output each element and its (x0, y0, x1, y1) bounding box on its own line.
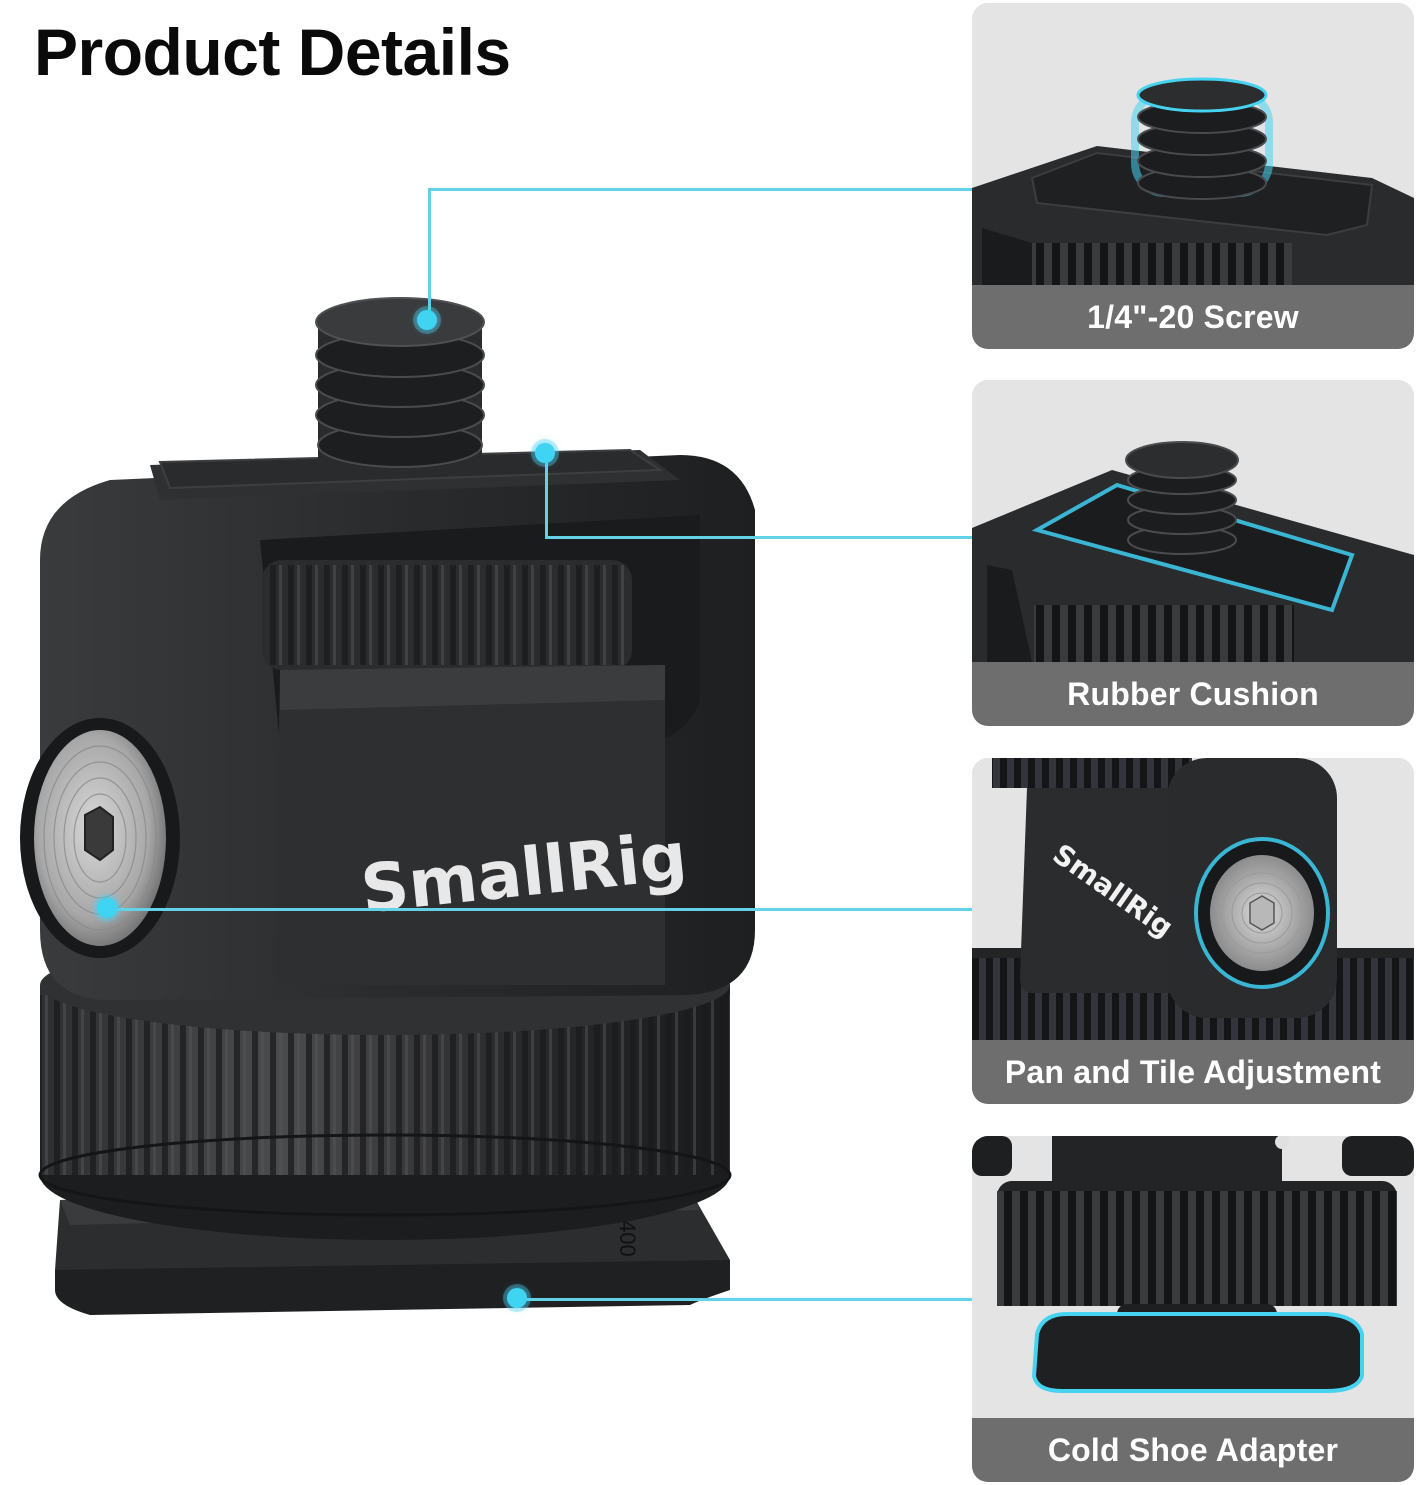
caption-label: Cold Shoe Adapter (972, 1418, 1414, 1482)
detail-card-cushion: Rubber Cushion (972, 380, 1414, 726)
callout-dot-icon (97, 898, 117, 918)
caption-label: Pan and Tile Adjustment (972, 1040, 1414, 1104)
cold-shoe-closeup-image (972, 1136, 1414, 1418)
caption-label: 1/4"-20 Screw (972, 285, 1414, 349)
product-image-mount: 400 SmallRig (20, 297, 755, 1315)
callout-line (545, 453, 548, 538)
cushion-closeup-image (972, 380, 1414, 662)
callout-dot-icon (507, 1288, 527, 1308)
page-title: Product Details (34, 15, 511, 89)
callout-line (428, 188, 972, 191)
callout-dot-icon (417, 310, 437, 330)
screw-closeup-image (972, 3, 1414, 285)
callout-line (110, 908, 972, 911)
detail-card-screw: 1/4"-20 Screw (972, 3, 1414, 349)
callout-line (428, 188, 431, 320)
caption-label: Rubber Cushion (972, 662, 1414, 726)
detail-card-cold-shoe: Cold Shoe Adapter (972, 1136, 1414, 1482)
callout-line (520, 1298, 972, 1301)
svg-text:400: 400 (615, 1220, 640, 1257)
callout-line (545, 536, 972, 539)
callout-dot-icon (535, 443, 555, 463)
pan-tilt-closeup-image: SmallRig (972, 758, 1414, 1040)
detail-card-pan-tilt: SmallRig Pan and Tile Adjustment (972, 758, 1414, 1104)
